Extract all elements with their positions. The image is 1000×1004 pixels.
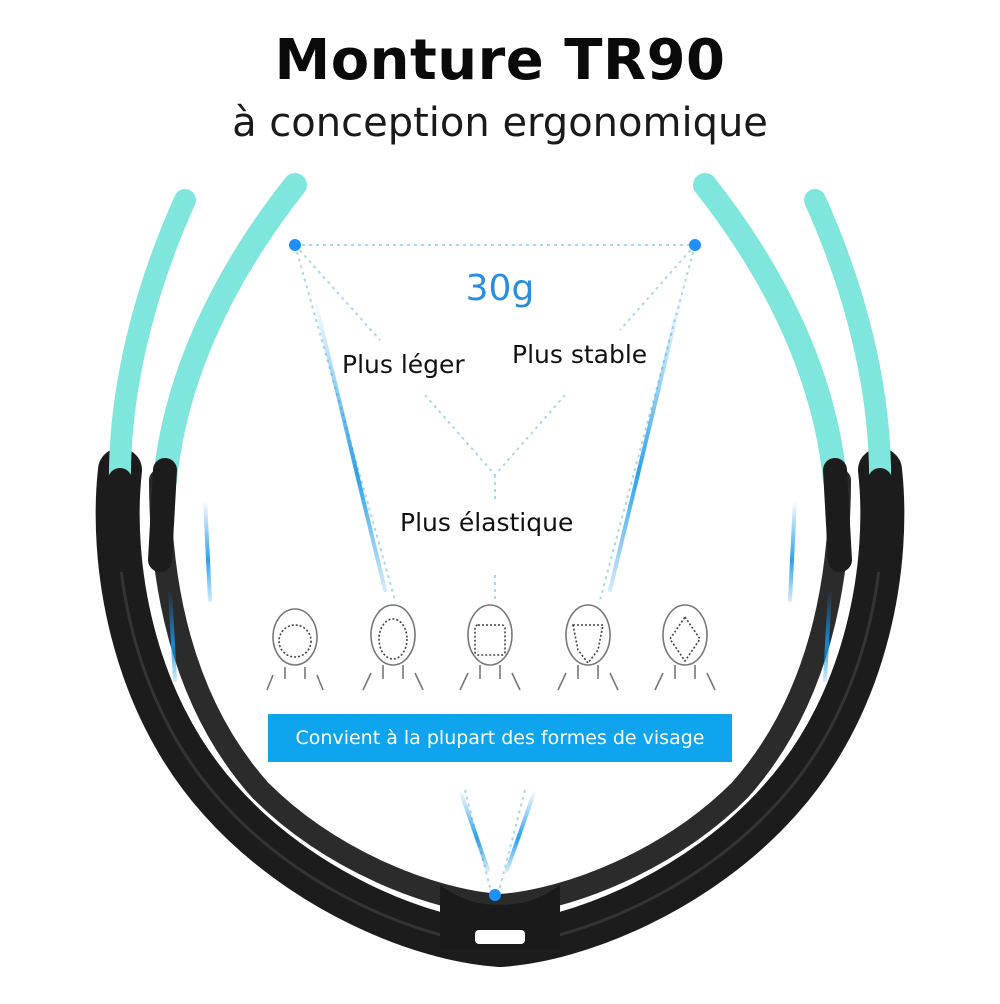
elastic-label: Plus élastique bbox=[400, 508, 574, 537]
diamond-face-icon bbox=[654, 604, 716, 691]
right-temples bbox=[693, 173, 892, 572]
oval-face-icon bbox=[362, 604, 424, 691]
page-subtitle: à conception ergonomique bbox=[232, 100, 768, 146]
square-face-icon bbox=[459, 604, 521, 691]
anchor-dots bbox=[289, 239, 701, 901]
frame-body bbox=[95, 448, 905, 968]
left-temples bbox=[108, 173, 307, 572]
round-face-icon bbox=[266, 608, 324, 691]
page-title: Monture TR90 bbox=[274, 28, 726, 93]
blue-streaks bbox=[168, 298, 832, 872]
nose-bridge bbox=[440, 885, 560, 950]
heart-face-icon bbox=[557, 604, 619, 691]
weight-label: 30g bbox=[465, 268, 535, 309]
stable-label: Plus stable bbox=[512, 340, 648, 369]
face-shape-icons bbox=[266, 604, 716, 691]
lighter-label: Plus léger bbox=[342, 350, 465, 379]
face-shape-banner: Convient à la plupart des formes de visa… bbox=[268, 714, 732, 762]
